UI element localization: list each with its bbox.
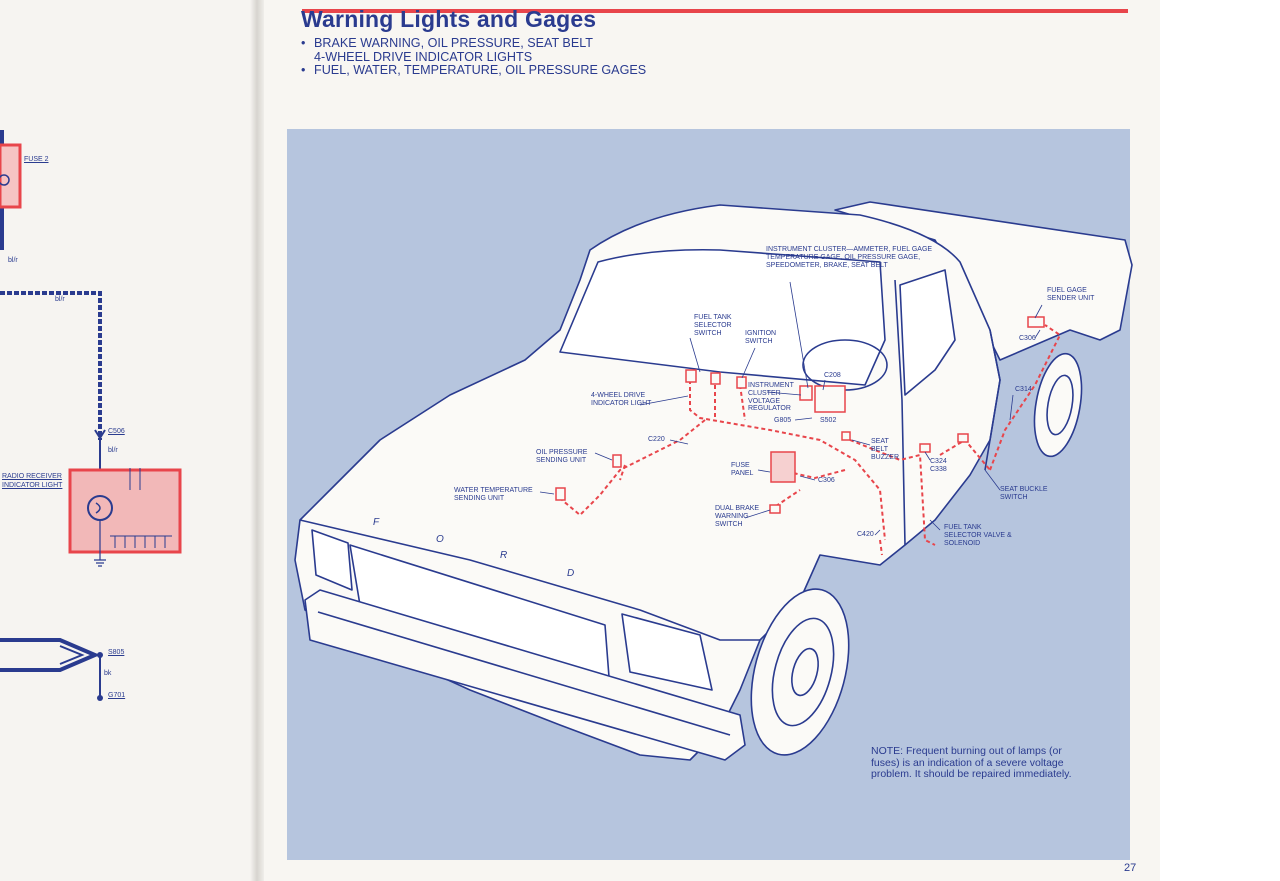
indicator-light-label: INDICATOR LIGHT [2,482,63,489]
wire-label: bl/r [108,447,118,454]
left-wiring-diagram [0,130,182,701]
connector-c208: C208 [824,372,841,379]
four-wheel-drive-indicator-label: 4-WHEEL DRIVE INDICATOR LIGHT [591,392,652,407]
bullet-item: 4-WHEEL DRIVE INDICATOR LIGHTS [314,49,533,64]
svg-text:D: D [567,568,574,579]
ground-g805: G805 [774,417,792,424]
bullet-list: •BRAKE WARNING, OIL PRESSURE, SEAT BELT … [301,36,647,78]
svg-text:F: F [373,517,380,528]
seat-buckle-switch-label: SEAT BUCKLE SWITCH [1000,486,1048,501]
note-text: NOTE: Frequent burning out of lamps (or … [871,745,1072,780]
svg-text:R: R [500,550,507,561]
oil-pressure-sending-label: OIL PRESSURE SENDING UNIT [536,449,588,464]
connector-c220: C220 [648,436,665,443]
book-gutter [250,0,264,881]
svg-text:O: O [436,534,444,545]
connector-c306-front: C306 [818,477,835,484]
water-temperature-sending-label: WATER TEMPERATURE SENDING UNIT [454,487,533,502]
instrument-cluster-callout: INSTRUMENT CLUSTER—AMMETER, FUEL GAGE TE… [766,246,933,269]
page-title: Warning Lights and Gages [301,6,597,32]
seat-belt-buzzer-label: SEAT BELT BUZZER [871,438,899,461]
connector-c306-rear: C306 [1019,335,1036,342]
connector-c324: C324 [930,458,947,465]
wire-label: bl/r [55,296,65,303]
left-page [0,0,258,881]
wire-label: bl/r [8,257,18,264]
wire-label-bk: bk [104,670,112,677]
connector-c314: C314 [1015,386,1032,393]
fuse-2-label: FUSE 2 [24,156,49,163]
fuel-gage-sender-label: FUEL GAGE SENDER UNIT [1047,287,1095,302]
dual-brake-warning-switch-label: DUAL BRAKE WARNING SWITCH [715,505,760,528]
bullet-item: •FUEL, WATER, TEMPERATURE, OIL PRESSURE … [301,63,647,77]
bullet-item: •BRAKE WARNING, OIL PRESSURE, SEAT BELT [301,36,593,50]
fuel-tank-selector-valve-label: FUEL TANK SELECTOR VALVE & SOLENOID [944,524,1012,547]
fuse-panel-label: FUSE PANEL [731,462,754,477]
page-edge [1160,0,1280,881]
header-rule [302,9,1128,13]
connector-c420: C420 [857,531,874,538]
radio-receiver-label: RADIO RECEIVER [2,473,62,480]
connector-c506: C506 [108,428,125,435]
fuel-tank-selector-switch-label: FUEL TANK SELECTOR SWITCH [694,314,732,337]
connector-c338: C338 [930,466,947,473]
ignition-switch-label: IGNITION SWITCH [745,330,777,345]
splice-s805: S805 [108,649,125,656]
splice-s502: S502 [820,417,837,424]
instrument-voltage-regulator-label: INSTRUMENT CLUSTER VOLTAGE REGULATOR [748,382,794,413]
page-number: 27 [1124,862,1137,874]
ground-g701: G701 [108,692,126,699]
